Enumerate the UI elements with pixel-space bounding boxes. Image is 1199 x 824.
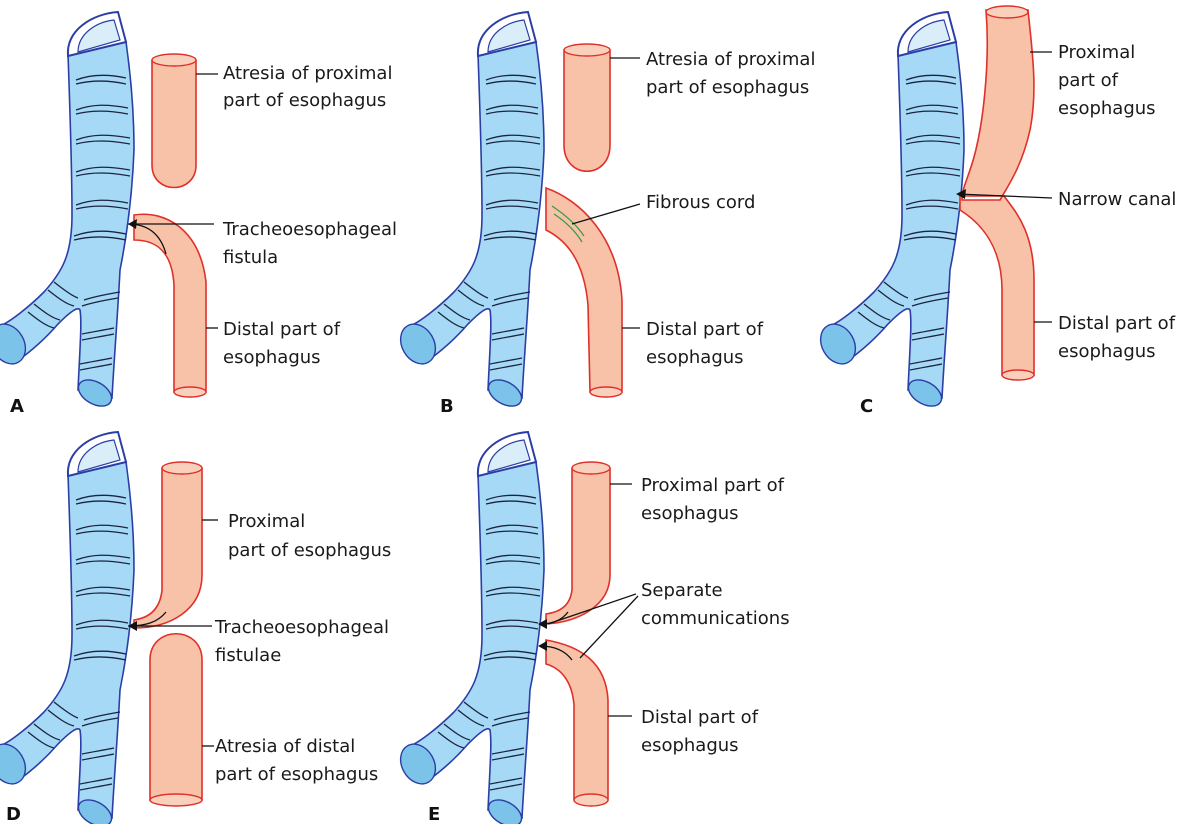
distal-esophagus-e — [546, 640, 608, 800]
label-c-4: Narrow canal — [1058, 189, 1176, 210]
label-b-3: Fibrous cord — [646, 192, 755, 213]
trachea-a — [0, 12, 134, 412]
panel-e: Proximal part of esophagus Separate comm… — [394, 432, 790, 824]
trachea-e — [394, 432, 544, 824]
proximal-esophagus-d-end — [162, 462, 202, 474]
communication-arrowhead-e-2 — [538, 641, 547, 651]
label-b-5: esophagus — [646, 347, 744, 368]
proximal-esophagus-a-end — [152, 54, 196, 66]
proximal-esophagus-c-end — [986, 6, 1028, 18]
label-b-1: Atresia of proximal — [646, 49, 815, 70]
label-e-3: Separate — [641, 580, 723, 601]
trachea-d — [0, 432, 134, 824]
trachea-b — [394, 12, 544, 412]
proximal-esophagus-b-end — [564, 44, 610, 56]
panel-b: Atresia of proximal part of esophagus Fi… — [394, 12, 816, 417]
proximal-esophagus-a — [152, 60, 196, 188]
label-e-2: esophagus — [641, 503, 739, 524]
label-c-2: part of — [1058, 70, 1119, 91]
distal-esophagus-e-end — [574, 794, 608, 806]
panel-c: Proximal part of esophagus Narrow canal … — [814, 6, 1177, 417]
panel-a: Atresia of proximal part of esophagus Tr… — [0, 12, 397, 417]
distal-esophagus-b-end — [590, 387, 622, 397]
distal-esophagus-c-end — [1002, 370, 1034, 380]
label-d-5: Atresia of distal — [215, 736, 355, 757]
label-d-6: part of esophagus — [215, 764, 378, 785]
label-d-2: part of esophagus — [228, 540, 391, 561]
label-a-2: part of esophagus — [223, 90, 386, 111]
distal-esophagus-d — [150, 634, 202, 800]
label-a-5: Distal part of — [223, 319, 341, 340]
label-b-4: Distal part of — [646, 319, 764, 340]
distal-esophagus-b — [546, 188, 622, 392]
panel-label-a: A — [10, 396, 24, 417]
proximal-esophagus-e — [546, 468, 610, 624]
label-e-1: Proximal part of — [641, 475, 785, 496]
label-e-4: communications — [641, 608, 790, 629]
proximal-esophagus-d — [134, 468, 202, 628]
proximal-esophagus-e-end — [572, 462, 610, 474]
trachea-c — [814, 12, 964, 412]
panel-label-d: D — [6, 804, 21, 824]
panel-label-e: E — [428, 804, 440, 824]
label-a-3: Tracheoesophageal — [222, 219, 397, 240]
label-a-1: Atresia of proximal — [223, 63, 392, 84]
label-c-1: Proximal — [1058, 42, 1135, 63]
label-c-3: esophagus — [1058, 98, 1156, 119]
label-e-5: Distal part of — [641, 707, 759, 728]
esophagus-narrow-canal-c — [960, 10, 1034, 375]
label-a-6: esophagus — [223, 347, 321, 368]
distal-esophagus-d-end — [150, 794, 202, 806]
label-b-2: part of esophagus — [646, 77, 809, 98]
label-e-6: esophagus — [641, 735, 739, 756]
label-a-4: fistula — [223, 247, 278, 268]
distal-esophagus-a-end — [174, 387, 206, 397]
label-d-1: Proximal — [228, 511, 305, 532]
panel-d: Proximal part of esophagus Tracheoesopha… — [0, 432, 391, 824]
distal-esophagus-a — [134, 214, 206, 392]
label-c-6: esophagus — [1058, 341, 1156, 362]
panel-label-b: B — [440, 396, 454, 417]
label-c-5: Distal part of — [1058, 313, 1176, 334]
label-d-4: fistulae — [215, 645, 281, 666]
label-d-3: Tracheoesophageal — [214, 617, 389, 638]
panel-label-c: C — [860, 396, 873, 417]
proximal-esophagus-b — [564, 50, 610, 171]
